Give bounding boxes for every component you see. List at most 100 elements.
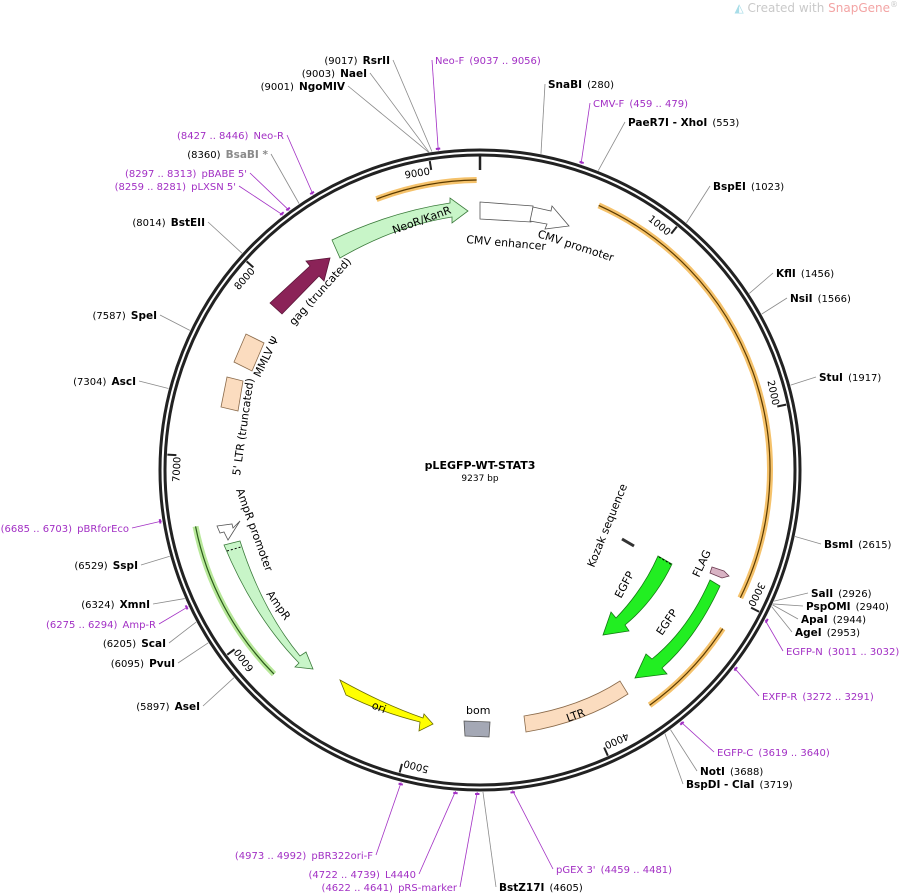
site-bsmi[interactable]: BsmI (2615): [794, 533, 892, 552]
feature-cmv-promoter[interactable]: CMV promoter: [529, 205, 616, 264]
site-name: PvuI: [149, 658, 175, 670]
feature-label-kozak: Kozak sequence: [585, 482, 630, 569]
site-sspi[interactable]: (6529) SspI: [74, 554, 170, 573]
site-paer7i-xhoi[interactable]: PaeR7I - XhoI (553): [597, 111, 739, 171]
feature-ltr[interactable]: LTR: [523, 680, 629, 733]
feature-5-ltr[interactable]: 5' LTR (truncated): [220, 376, 257, 476]
site-kfli[interactable]: KflI (1456): [749, 262, 834, 294]
site-egfp-n[interactable]: EGFP-N (3011 .. 3032): [764, 618, 899, 659]
site-neo-r[interactable]: (8427 .. 8446) Neo-R: [177, 124, 315, 195]
primer-bind-mark: [279, 211, 285, 216]
site-naei[interactable]: (9003) NaeI: [302, 62, 430, 153]
site-coord: (8014): [132, 218, 165, 229]
site-spei[interactable]: (7587) SpeI: [93, 304, 191, 331]
site-leader-line: [375, 782, 402, 856]
site-coord: (9037 .. 9056): [469, 56, 541, 67]
site-leader-line: [131, 520, 163, 529]
site-asci[interactable]: (7304) AscI: [73, 370, 169, 389]
feature-gag[interactable]: gag (truncated): [269, 255, 354, 328]
site-leader-line: [597, 121, 626, 171]
site-egfp-c[interactable]: EGFP-C (3619 .. 3640): [679, 721, 830, 760]
plasmid-size: 9237 bp: [461, 474, 498, 484]
site-cmv-f[interactable]: CMV-F (459 .. 479): [579, 92, 689, 165]
tick-label: 7000: [171, 456, 183, 482]
site-agei[interactable]: AgeI (2953): [771, 606, 860, 640]
primer-bind-mark: [435, 147, 441, 151]
feature-flag[interactable]: FLAG: [690, 548, 730, 579]
snapgene-watermark: ◭ Created with SnapGene®: [734, 0, 898, 15]
site-label: AgeI (2953): [795, 621, 860, 640]
site-name: ApaI: [801, 614, 828, 626]
site-bspei[interactable]: BspEI (1023): [686, 175, 784, 224]
tick-mark: [603, 747, 609, 757]
feature-bom[interactable]: bom: [463, 704, 490, 738]
site-l4440[interactable]: (4722 .. 4739) L4440: [308, 790, 458, 882]
feature-label-bom: bom: [466, 704, 490, 717]
site-pspomi[interactable]: PspOMI (2940): [772, 595, 889, 614]
site-amp-r[interactable]: (6275 .. 6294) Amp-R: [46, 604, 189, 632]
site-label: (6205) ScaI: [103, 632, 166, 651]
feature-neor-kanr[interactable]: NeoR/KanR: [331, 197, 469, 259]
site-plxsn-5-[interactable]: (8259 .. 8281) pLXSN 5': [115, 175, 285, 216]
feature-ori[interactable]: ori: [339, 679, 434, 732]
site-name: SnaBI: [548, 79, 582, 91]
site-bsabi-[interactable]: (8360) BsaBI *: [187, 143, 300, 204]
site-label: pGEX 3' (4459 .. 4481): [556, 858, 672, 877]
site-scai[interactable]: (6205) ScaI: [103, 621, 197, 651]
site-label: (8427 .. 8446) Neo-R: [177, 124, 284, 143]
site-coord: (459 .. 479): [629, 99, 688, 110]
site-pbabe-5-[interactable]: (8297 .. 8313) pBABE 5': [125, 162, 291, 212]
site-nsii[interactable]: NsiI (1566): [761, 287, 851, 315]
site-ngomiv[interactable]: (9001) NgoMIV: [261, 75, 429, 153]
site-leader-line: [540, 83, 546, 154]
site-label: PaeR7I - XhoI (553): [628, 111, 739, 130]
site-pbr322ori-f[interactable]: (4973 .. 4992) pBR322ori-F: [235, 782, 404, 863]
site-name: NsiI: [790, 293, 813, 305]
site-name: NotI: [700, 766, 725, 778]
site-name: SspI: [113, 560, 138, 572]
site-stui[interactable]: StuI (1917): [790, 366, 882, 386]
site-neo-f[interactable]: Neo-F (9037 .. 9056): [431, 49, 541, 151]
site-label: (8360) BsaBI *: [187, 143, 268, 162]
site-pgex-3-[interactable]: pGEX 3' (4459 .. 4481): [510, 790, 672, 877]
primer-bind-mark: [398, 782, 404, 786]
site-coord: (1917): [848, 373, 881, 384]
feature-kozak[interactable]: Kozak sequence: [585, 482, 635, 569]
site-leader-line: [459, 791, 478, 888]
site-bspdi-clai[interactable]: BspDI - ClaI (3719): [664, 733, 793, 792]
site-name: pBRforEco: [77, 524, 129, 535]
feature-label-egfp-outer: EGFP: [654, 607, 681, 638]
primer-bind-mark: [184, 604, 189, 610]
site-exfp-r[interactable]: EXFP-R (3272 .. 3291): [733, 666, 874, 704]
insert-arc-line: [598, 204, 771, 599]
site-leader-line: [168, 621, 197, 644]
site-pbrforeco[interactable]: (6685 .. 6703) pBRforEco: [1, 517, 163, 536]
site-asei[interactable]: (5897) AseI: [136, 677, 235, 714]
site-leader-line: [140, 555, 170, 566]
site-leader-line: [664, 733, 684, 785]
site-leader-line: [152, 598, 185, 605]
site-leader-line: [238, 185, 284, 216]
site-leader-line: [249, 172, 290, 211]
site-leader-line: [431, 59, 439, 151]
site-coord: (8360): [187, 150, 220, 161]
site-bsteii[interactable]: (8014) BstEII: [132, 211, 243, 254]
site-bstz17i[interactable]: BstZ17I (4605): [482, 791, 583, 895]
site-label: SalI (2926): [811, 582, 872, 601]
site-leader-line: [773, 592, 809, 602]
primer-bind-mark: [579, 160, 585, 164]
site-leader-line: [771, 606, 793, 633]
site-apai[interactable]: ApaI (2944): [772, 604, 866, 627]
site-xmni[interactable]: (6324) XmnI: [81, 593, 185, 612]
watermark-brand: SnapGene: [828, 1, 890, 15]
site-noti[interactable]: NotI (3688): [670, 729, 763, 779]
feature-mmlv-psi[interactable]: MMLV Ψ: [233, 333, 282, 379]
site-sali[interactable]: SalI (2926): [773, 582, 872, 602]
site-snabi[interactable]: SnaBI (280): [540, 73, 614, 154]
site-rsrii[interactable]: (9017) RsrII: [324, 49, 433, 152]
site-leader-line: [772, 603, 804, 607]
site-coord: (8297 .. 8313): [125, 169, 197, 180]
site-prs-marker[interactable]: (4622 .. 4641) pRS-marker: [322, 791, 480, 895]
site-coord: (7304): [73, 377, 106, 388]
site-pvui[interactable]: (6095) PvuI: [111, 642, 209, 671]
